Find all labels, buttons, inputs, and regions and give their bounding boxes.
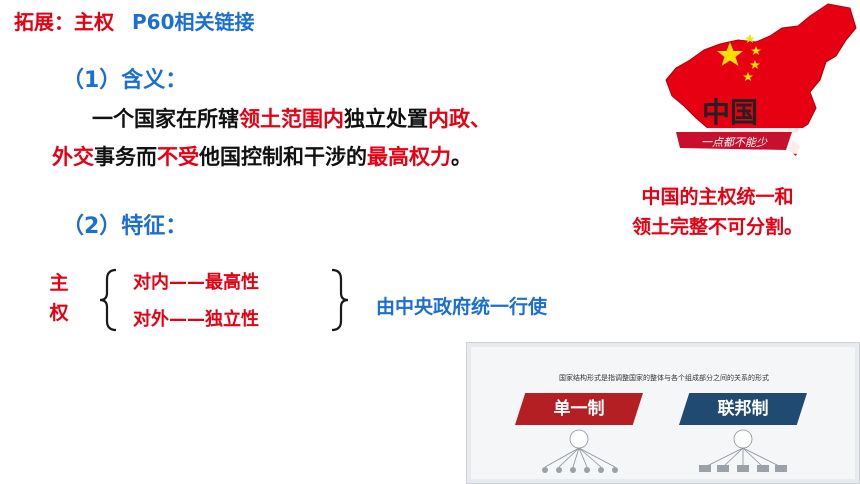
def-highlight-foreign: 外交 (52, 145, 94, 169)
sovereignty-char: 主 (49, 272, 69, 294)
map-title: 中国 (702, 96, 758, 129)
star-icon (717, 42, 743, 66)
exercised-by-text: 由中央政府统一行使 (376, 296, 548, 318)
page-header: 拓展：主权 P60相关链接 (14, 6, 255, 35)
ribbon-shape (676, 132, 792, 150)
def-part: 一个国家在所辖 (92, 107, 239, 131)
unity-note: 中国的主权统一和 领土完整不可分割。 (632, 182, 803, 242)
feature-internal: 对内——最高性 (133, 272, 259, 293)
def-highlight-not-subject: 不受 (157, 145, 199, 169)
right-brace-icon (331, 268, 349, 332)
sovereignty-char: 权 (49, 302, 69, 324)
def-part: 独立处置 (344, 107, 428, 131)
star-icon (750, 60, 760, 69)
def-part: 。 (451, 145, 472, 169)
section-title-meaning: （1）含义： (62, 68, 188, 93)
note-line: 领土完整不可分割。 (632, 216, 804, 238)
photo-caption: 国家结构形式是指调整国家的整体与各个组成部分之间的关系的形式 (559, 374, 769, 382)
star-icon (743, 72, 753, 81)
star-icon (745, 34, 755, 43)
structure-diagram (542, 429, 787, 473)
def-highlight-territory: 领土范围内 (239, 107, 344, 131)
left-brace-icon (99, 268, 117, 332)
def-highlight-supreme-power: 最高权力 (367, 145, 451, 169)
sovereignty-label: 主 权 (46, 268, 72, 328)
federal-banner: 联邦制 (679, 393, 807, 425)
section-title-features: （2）特征： (62, 214, 188, 239)
def-part: 事务而 (94, 145, 157, 169)
def-part: 他国控制和干涉的 (199, 145, 367, 169)
header-link[interactable]: P60相关链接 (132, 10, 255, 34)
map-slogan: 一点都不能少 (701, 136, 768, 149)
china-map-image: 中国 一点都不能少 (665, 3, 857, 156)
def-highlight-internal: 内政、 (428, 107, 491, 131)
star-icon (751, 46, 761, 55)
unitary-banner: 单一制 (515, 393, 643, 425)
state-structure-photo: 国家结构形式是指调整国家的整体与各个组成部分之间的关系的形式 单一制 联邦制 (466, 342, 860, 484)
definition-text: 一个国家在所辖领土范围内独立处置内政、 外交事务而不受他国控制和干涉的最高权力。 (52, 100, 632, 176)
feature-external: 对外——独立性 (133, 309, 259, 330)
note-line: 中国的主权统一和 (641, 186, 794, 208)
header-label: 拓展：主权 (14, 10, 114, 34)
